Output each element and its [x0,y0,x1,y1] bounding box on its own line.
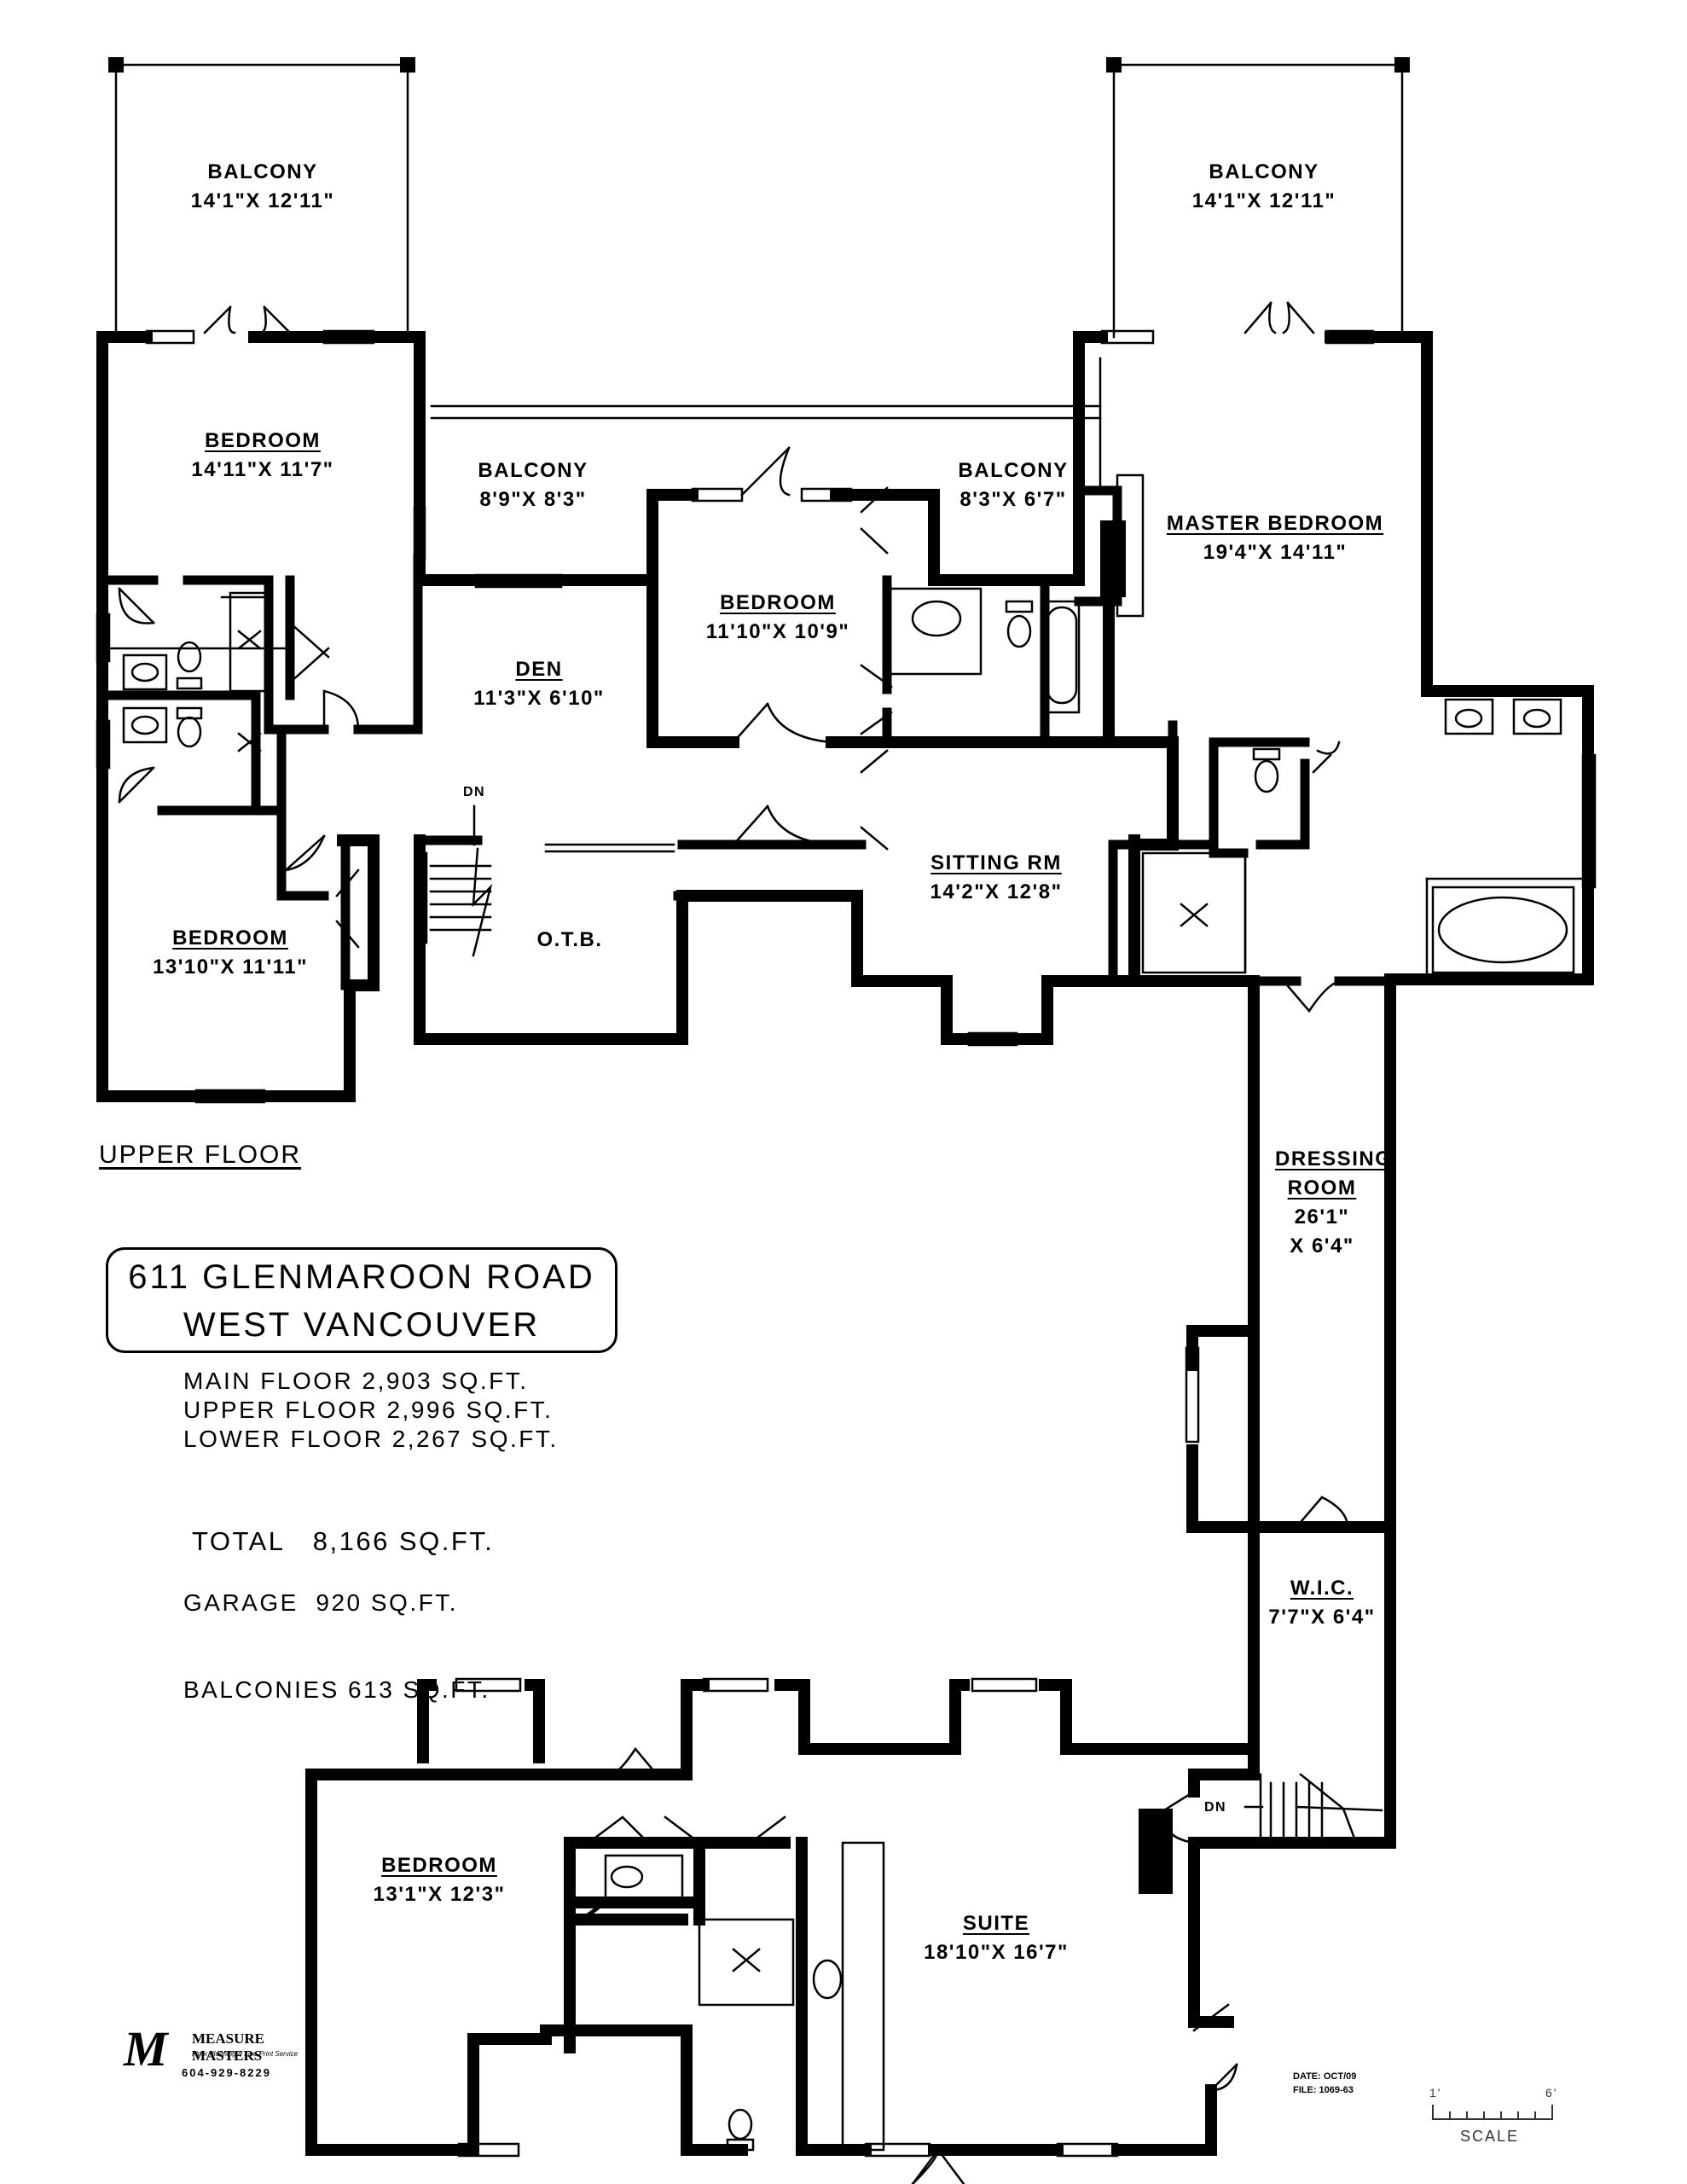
room-name: BEDROOM [205,429,321,452]
stair-down-label: DN [462,785,486,799]
scale-bar [1432,2105,1553,2120]
thin-lines [96,63,1597,2184]
room-label: BALCONY 14'1"X 12'11" [1192,158,1336,216]
logo-tagline: Floor Planning & Line Print Service [192,2050,299,2058]
address-line-1: 611 GLENMAROON ROAD [128,1258,595,1296]
room-dims: 14'1"X 12'11" [190,189,335,212]
room-dims: 14'11"X 11'7" [191,458,334,481]
room-name: W.I.C. [1290,1577,1354,1600]
floor-name: UPPER FLOOR [99,1141,302,1169]
scale-end: 6' [1545,2086,1558,2100]
room-name: BEDROOM [172,926,288,950]
room-name: BALCONY [1209,160,1319,183]
interior-walls [106,332,1395,1532]
area-item: MAIN FLOOR 2,903 SQ.FT. [183,1368,529,1394]
company-logo: M MEASURE MASTERS Floor Planning & Line … [124,2024,320,2083]
address-line-2: WEST VANCOUVER [183,1306,541,1344]
room-label: DEN 11'3"X 6'10" [473,655,605,713]
room-name: SITTING RM [930,851,1062,874]
room-name: DEN [515,658,563,681]
room-dims: 8'3"X 6'7" [959,488,1067,511]
room-dims: 11'10"X 10'9" [705,620,850,643]
room-label: BEDROOM 14'11"X 11'7" [191,427,333,485]
stair-down-label: DN [1203,1800,1227,1815]
logo-brand: MEASURE MASTERS [192,2030,265,2064]
room-name: DRESSING ROOM [1275,1147,1393,1199]
room-label: BEDROOM 13'10"X 11'11" [153,924,308,982]
area-item: GARAGE 920 SQ.FT. [183,1589,458,1616]
logo-phone: 604-929-8229 [182,2066,271,2079]
room-label: W.I.C. 7'7"X 6'4" [1268,1574,1375,1632]
area-list: MAIN FLOOR 2,903 SQ.FT. UPPER FLOOR 2,99… [183,1367,559,1454]
area-item: BALCONIES 613 SQ.FT. [183,1676,490,1703]
room-label: BEDROOM 13'1"X 12'3" [374,1851,506,1909]
room-dims: 13'1"X 12'3" [373,1883,506,1906]
room-label: BALCONY 8'9"X 8'3" [478,456,588,514]
room-name: MASTER BEDROOM [1166,512,1384,535]
extra-area-list: GARAGE 920 SQ.FT. BALCONIES 613 SQ.FT. [183,1531,490,1734]
room-label: SITTING RM 14'2"X 12'8" [930,849,1063,907]
room-dims: 13'10"X 11'11" [153,956,308,979]
room-label: DRESSING ROOM 26'1" X 6'4" [1275,1145,1393,1261]
logo-mark: M [124,2021,168,2077]
plan-date: DATE: OCT/09 [1293,2071,1357,2082]
room-name: BALCONY [478,459,588,482]
room-dims: 11'3"X 6'10" [473,687,605,710]
room-dims: 14'2"X 12'8" [930,880,1063,903]
scale-label: SCALE [1460,2128,1520,2145]
room-label: O.T.B. [536,926,602,955]
room-label: BALCONY 14'1"X 12'11" [191,158,334,216]
scale-start: 1' [1429,2086,1442,2100]
room-label: BEDROOM 11'10"X 10'9" [706,589,849,647]
room-dims: 14'1"X 12'11" [1191,189,1336,212]
room-name: SUITE [962,1912,1030,1935]
address-box: 611 GLENMAROON ROAD WEST VANCOUVER [106,1247,617,1353]
total-area: TOTAL 8,166 SQ.FT. [192,1469,494,1585]
room-dims: 19'4"X 14'11" [1203,541,1348,564]
area-item: UPPER FLOOR 2,996 SQ.FT. [183,1397,554,1423]
room-dims: 18'10"X 16'7" [924,1941,1069,1964]
plan-file: FILE: 1069-63 [1293,2085,1354,2095]
room-name: BALCONY [207,160,318,183]
room-dims: 8'9"X 8'3" [479,488,587,511]
balcony-posts [108,57,1410,1894]
room-name: O.T.B. [536,928,603,951]
room-label: BALCONY 8'3"X 6'7" [958,456,1068,514]
room-name: BEDROOM [720,591,836,614]
room-name: BALCONY [958,459,1069,482]
room-dims: 7'7"X 6'4" [1268,1606,1376,1629]
room-label: SUITE 18'10"X 16'7" [924,1909,1069,1967]
room-name: BEDROOM [381,1854,497,1877]
area-item: LOWER FLOOR 2,267 SQ.FT. [183,1426,559,1452]
plan-meta: DATE: OCT/09 FILE: 1069-63 [1293,2070,1356,2097]
total-area-text: TOTAL 8,166 SQ.FT. [192,1526,495,1556]
room-label: MASTER BEDROOM 19'4"X 14'11" [1167,509,1383,567]
room-dims: 26'1" X 6'4" [1290,1205,1354,1258]
